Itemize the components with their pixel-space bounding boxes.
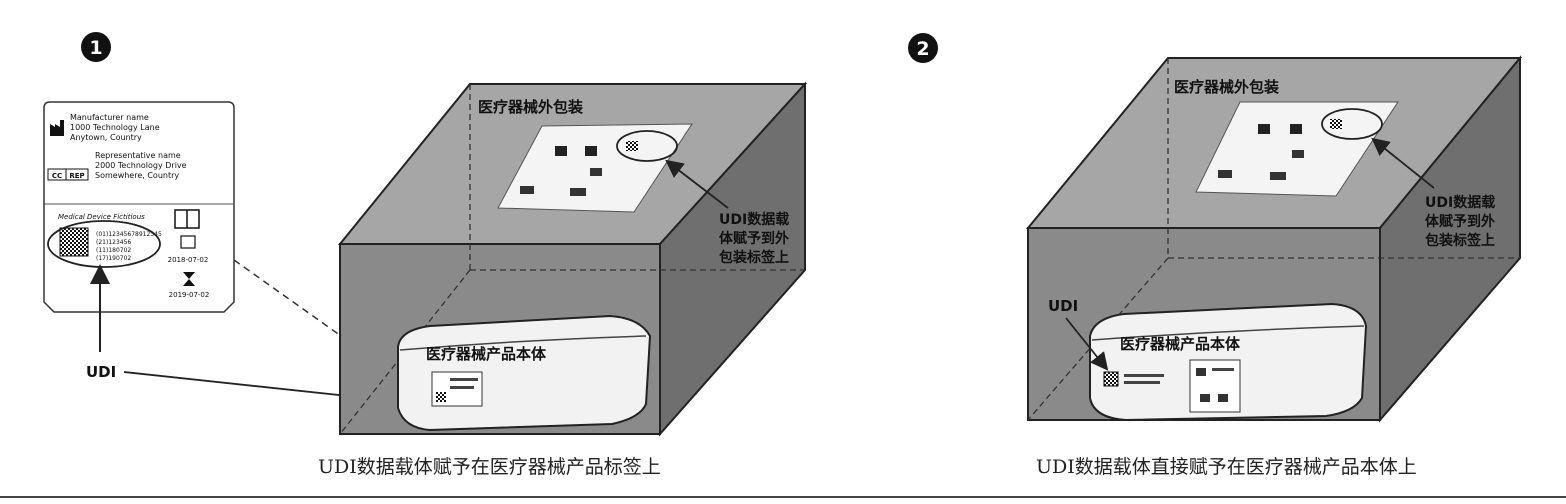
panel-1-product-label: 医疗器械产品本体: [426, 345, 547, 363]
product-body-1: [397, 314, 652, 432]
exp-date: 2019-07-02: [169, 291, 210, 299]
panel-2-udi-label: UDI: [1048, 297, 1078, 315]
callout-arrow-2: [1371, 137, 1435, 189]
representative-line-2: 2000 Technology Drive: [95, 161, 187, 170]
manufacturer-line-3: Anytown, Country: [70, 133, 142, 142]
bottom-divider: [0, 496, 1566, 498]
manufacturer-line-2: 1000 Technology Lane: [70, 123, 160, 132]
hourglass-icon: [183, 272, 195, 286]
panel-1-number: 1: [89, 37, 102, 59]
panel-2-callout-line-1: UDI数据载: [1425, 194, 1495, 211]
panel-1-number-badge: [81, 32, 111, 62]
udi-line-1: (01)12345678912345: [96, 231, 162, 238]
representative-line-3: Somewhere, Country: [95, 171, 179, 180]
udi-line-2: (21)123456: [96, 239, 131, 246]
panel-1-udi-label: UDI: [86, 363, 116, 381]
panel-2-caption: UDI数据载体直接赋予在医疗器械产品本体上: [1036, 456, 1417, 478]
panel-2-number-badge: [908, 33, 938, 63]
panel-2-callout-line-2: 体赋予到外: [1425, 213, 1495, 230]
panel-1-callout-line-2: 体赋予到外: [719, 230, 789, 247]
panel-1-outer-package-label: 医疗器械外包装: [478, 98, 584, 116]
brand-text: Medical Device Fictitious: [58, 213, 145, 221]
outer-package-label-sheet-2: [1195, 101, 1399, 197]
label-card: Manufacturer name 1000 Technology Lane A…: [43, 101, 235, 313]
udi-direct-arrow: [1065, 317, 1109, 371]
datamatrix-code: [59, 227, 89, 257]
panel-2-callout-line-3: 包装标签上: [1425, 232, 1495, 249]
manufacturer-line-1: Manufacturer name: [70, 113, 149, 122]
label-card-connector: [233, 259, 421, 393]
udi-line-3: (11)180702: [96, 247, 131, 254]
udi-line-4: (17)190702: [96, 255, 131, 262]
panel-2-outer-package-label: 医疗器械外包装: [1174, 78, 1280, 96]
callout-arrow-1: [665, 159, 729, 209]
panel-2-product-label: 医疗器械产品本体: [1120, 335, 1241, 353]
panel-1-caption: UDI数据载体赋予在医疗器械产品标签上: [318, 456, 661, 478]
outer-package-label-sheet: [497, 123, 693, 213]
panel-1: 1 Manufacturer name 1000 Technology Lane…: [43, 32, 808, 437]
rep-badge-right: REP: [69, 172, 84, 180]
panel-1-callout-line-1: UDI数据载: [719, 211, 789, 228]
rep-badge-left: CC: [52, 172, 62, 180]
panel-2-number: 2: [916, 38, 929, 60]
representative-line-1: Representative name: [95, 151, 181, 160]
panel-1-callout-line-3: 包装标签上: [719, 249, 789, 266]
product-body-2: [1089, 302, 1368, 422]
calendar-icon: [180, 235, 196, 249]
mfg-date: 2018-07-02: [168, 256, 209, 264]
factory-icon: [50, 120, 64, 136]
panel-2: 2 医疗器械外包装 UDI数据载 体赋予到外 包装标签上: [908, 33, 1523, 423]
